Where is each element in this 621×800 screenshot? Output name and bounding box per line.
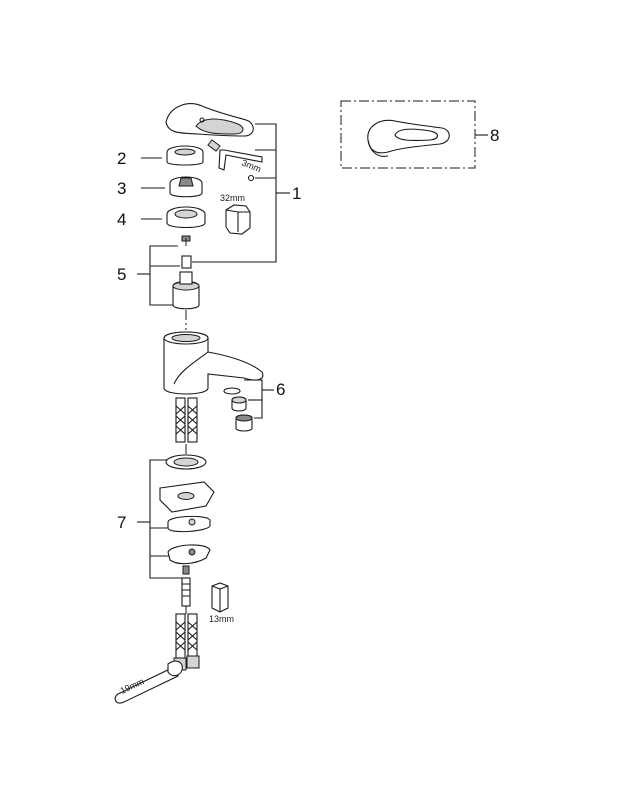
set-screw xyxy=(207,139,221,152)
hex-tool-edges xyxy=(211,585,229,612)
socket-32mm: 32mm xyxy=(220,193,251,235)
horseshoe-washer xyxy=(167,515,211,533)
callout-8: 8 xyxy=(490,126,499,145)
part-8-handle-opening xyxy=(394,128,439,142)
nut-4-side xyxy=(166,214,206,229)
aerator-washer xyxy=(223,387,241,395)
small-screw xyxy=(247,174,255,182)
hex-key-group: 3mm xyxy=(207,139,263,182)
part-8-group: 8 xyxy=(340,100,499,169)
callout-7: 7 xyxy=(117,513,126,532)
hose-left-braid xyxy=(175,405,186,435)
hex-tool-size-label: 13mm xyxy=(209,614,234,624)
rod-threads xyxy=(182,583,190,597)
threaded-rod xyxy=(181,565,191,607)
horseshoe-washer-hole xyxy=(188,518,196,526)
nut-4-hole xyxy=(174,209,198,219)
socket-size-label: 32mm xyxy=(220,193,245,203)
clamp-plate-hole xyxy=(188,548,196,556)
hex-key xyxy=(218,149,263,171)
lever-handle xyxy=(165,103,254,137)
upper-hoses xyxy=(175,397,198,443)
mounting-plate-hole xyxy=(177,492,195,500)
lever-logo xyxy=(199,117,205,123)
callout-1: 1 xyxy=(292,184,301,203)
lever-handle-top xyxy=(195,118,244,135)
faucet-body xyxy=(163,331,264,395)
rod-nut xyxy=(182,565,190,575)
clamp-plate xyxy=(167,544,211,565)
hose-right-braid xyxy=(187,405,198,435)
callout-5: 5 xyxy=(117,265,126,284)
part-8-handle-base xyxy=(367,139,389,157)
bracket-6-line xyxy=(244,379,263,419)
gasket-ring-hole xyxy=(173,457,199,467)
spanner-jaw xyxy=(167,660,183,677)
ring-2-hole xyxy=(174,148,196,156)
spanner-19mm: 19mm xyxy=(114,660,183,704)
rod-body xyxy=(181,577,191,607)
hose-right-lower-braid xyxy=(187,621,198,651)
ring-2-side xyxy=(166,152,204,166)
part-4-nut: 4 xyxy=(117,206,206,229)
adapter-3-notch xyxy=(178,177,194,187)
callout-2: 2 xyxy=(117,149,126,168)
mounting-parts xyxy=(159,454,215,565)
adapter-3-side xyxy=(169,183,203,198)
aerator-insert-top xyxy=(231,396,247,404)
bracket-1: 1 xyxy=(192,123,301,263)
callout-3: 3 xyxy=(117,179,126,198)
bracket-5-line xyxy=(149,245,178,306)
faucet-contour xyxy=(173,351,209,385)
cartridge-spindle xyxy=(179,271,193,285)
callout-4: 4 xyxy=(117,210,126,229)
socket-edges xyxy=(225,209,250,232)
bracket-7-line xyxy=(149,459,188,579)
part-2-ring: 2 xyxy=(117,145,204,168)
aerator-group: 6 xyxy=(223,379,285,432)
part-3-adapter: 3 xyxy=(117,176,203,198)
hex-tool-13mm: 13mm xyxy=(209,582,234,624)
hose-left-lower-braid xyxy=(175,621,186,651)
spanner-handle xyxy=(114,667,179,704)
cartridge xyxy=(172,255,200,310)
hose-right-connector xyxy=(186,655,200,669)
faucet-top-inner xyxy=(171,334,201,342)
bracket-5: 5 xyxy=(117,245,180,306)
cartridge-stem xyxy=(181,255,192,269)
callout-6: 6 xyxy=(276,380,285,399)
aerator-housing-top xyxy=(235,414,253,422)
